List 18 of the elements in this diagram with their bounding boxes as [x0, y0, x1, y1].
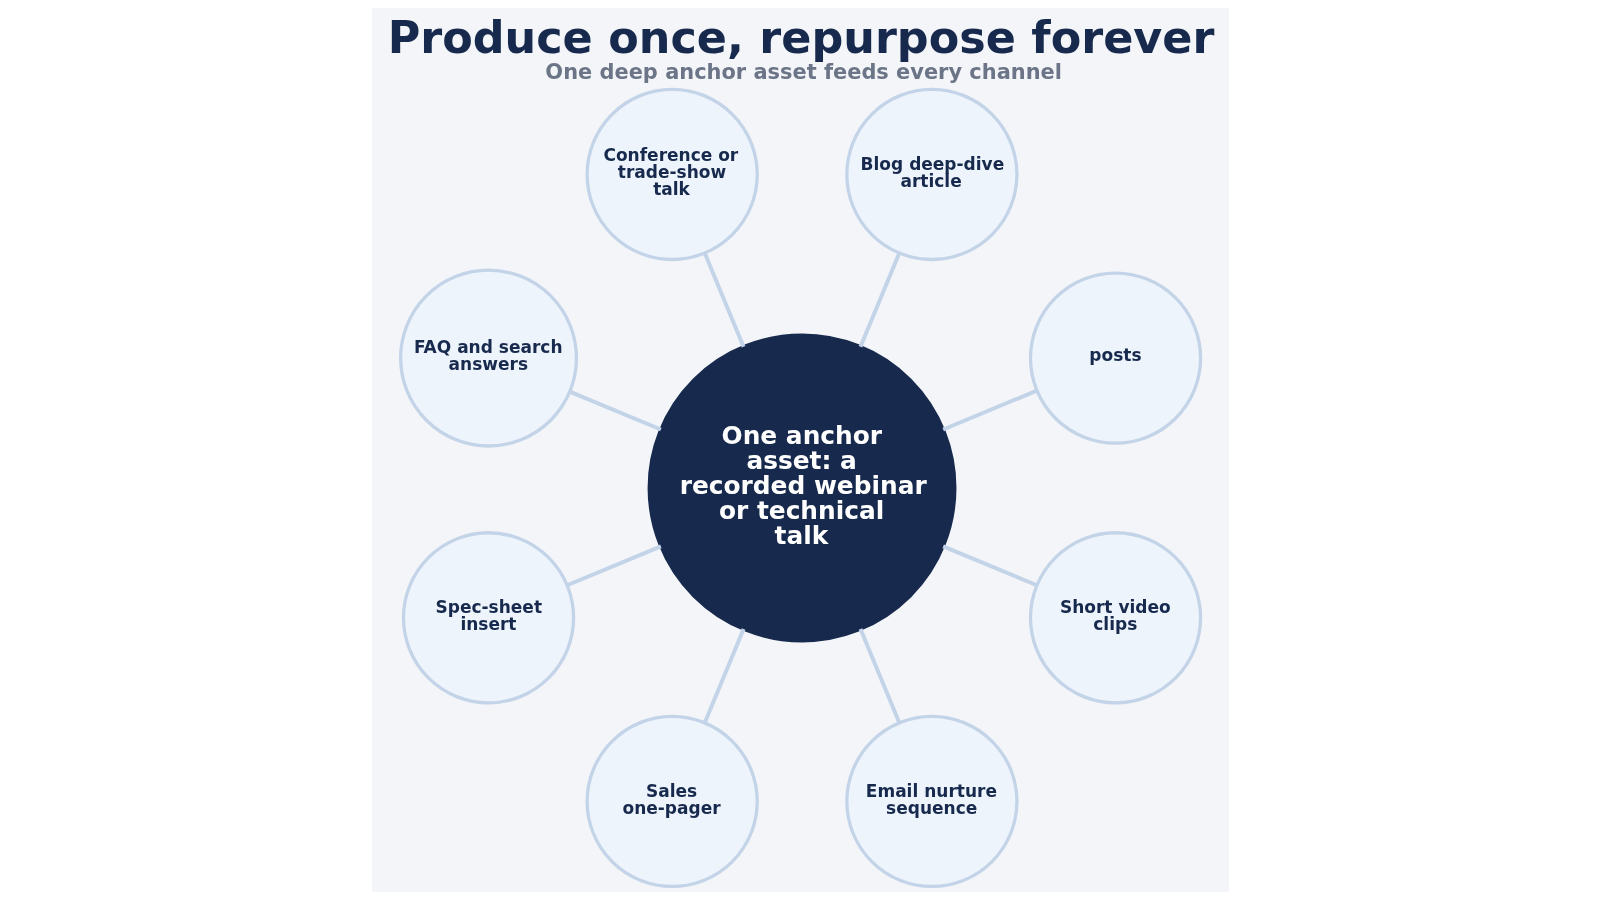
node-circle: Blog deep-dive article: [844, 87, 1019, 262]
node-circle: posts: [1028, 271, 1202, 445]
connector: [941, 544, 1038, 588]
node-circle: Email nurture sequence: [844, 714, 1019, 889]
connector: [565, 544, 662, 588]
connector: [941, 388, 1038, 432]
diagram-title: Produce once, repurpose forever: [387, 12, 1214, 64]
connector: [858, 628, 901, 724]
connector: [858, 252, 901, 348]
connector: [568, 390, 662, 432]
node-circle: Sales one-pager: [585, 714, 759, 889]
node-circle: FAQ and search answers: [398, 268, 578, 448]
connector: [702, 252, 745, 348]
connector: [702, 628, 745, 724]
node-circle: Conference or trade-show talk: [585, 87, 759, 262]
node-circle: Short video clips: [1028, 531, 1202, 705]
node-circle: Spec-sheet insert: [401, 531, 575, 705]
node-circle: One anchor asset: a recorded webinar or technical talk: [647, 333, 956, 643]
